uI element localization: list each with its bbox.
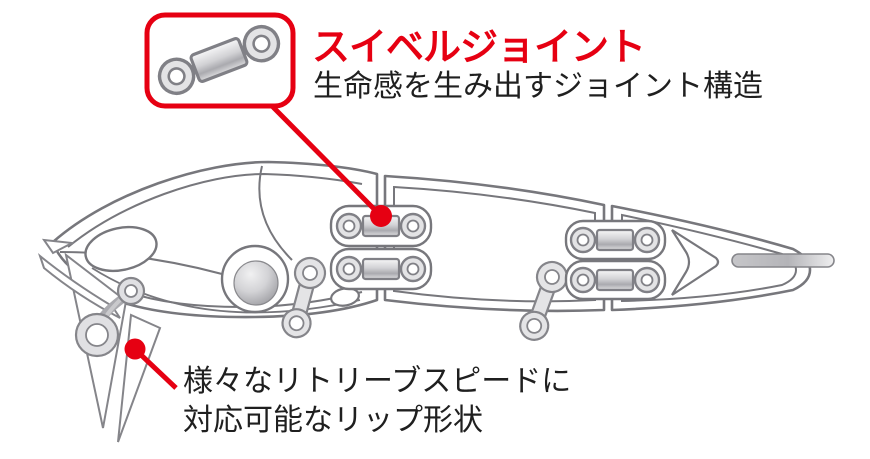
swivel-joint2-bottom — [571, 268, 659, 292]
head-chamber-oval — [84, 225, 158, 273]
pointer-dot-swivel — [370, 205, 392, 227]
pointer-dot-lip — [124, 338, 146, 360]
lip-callout-line2: 対応可能なリップ形状 — [183, 404, 483, 437]
lower-jaw — [37, 253, 121, 319]
lip-callout-text: 様々なリトリーブスピードに 対応可能なリップ形状 — [183, 362, 571, 440]
swivel-callout-title: スイベルジョイント — [312, 27, 646, 69]
tail-notch — [671, 229, 720, 296]
tail-fin — [731, 253, 835, 268]
line-tie-snap — [74, 276, 146, 358]
lip-callout-pointer — [124, 338, 178, 390]
swivel-joint1-bottom — [337, 257, 425, 281]
swivel-callout-description: 生命感を生み出すジョイント構造 — [313, 70, 763, 103]
swivel-callout-pointer — [270, 104, 392, 227]
lip-callout-line1: 様々なリトリーブスピードに — [183, 365, 572, 398]
swivel-joint2-top — [571, 228, 659, 252]
swivel-callout-bubble — [144, 12, 296, 109]
joint-2 — [564, 219, 667, 301]
weight-ball — [233, 260, 279, 306]
